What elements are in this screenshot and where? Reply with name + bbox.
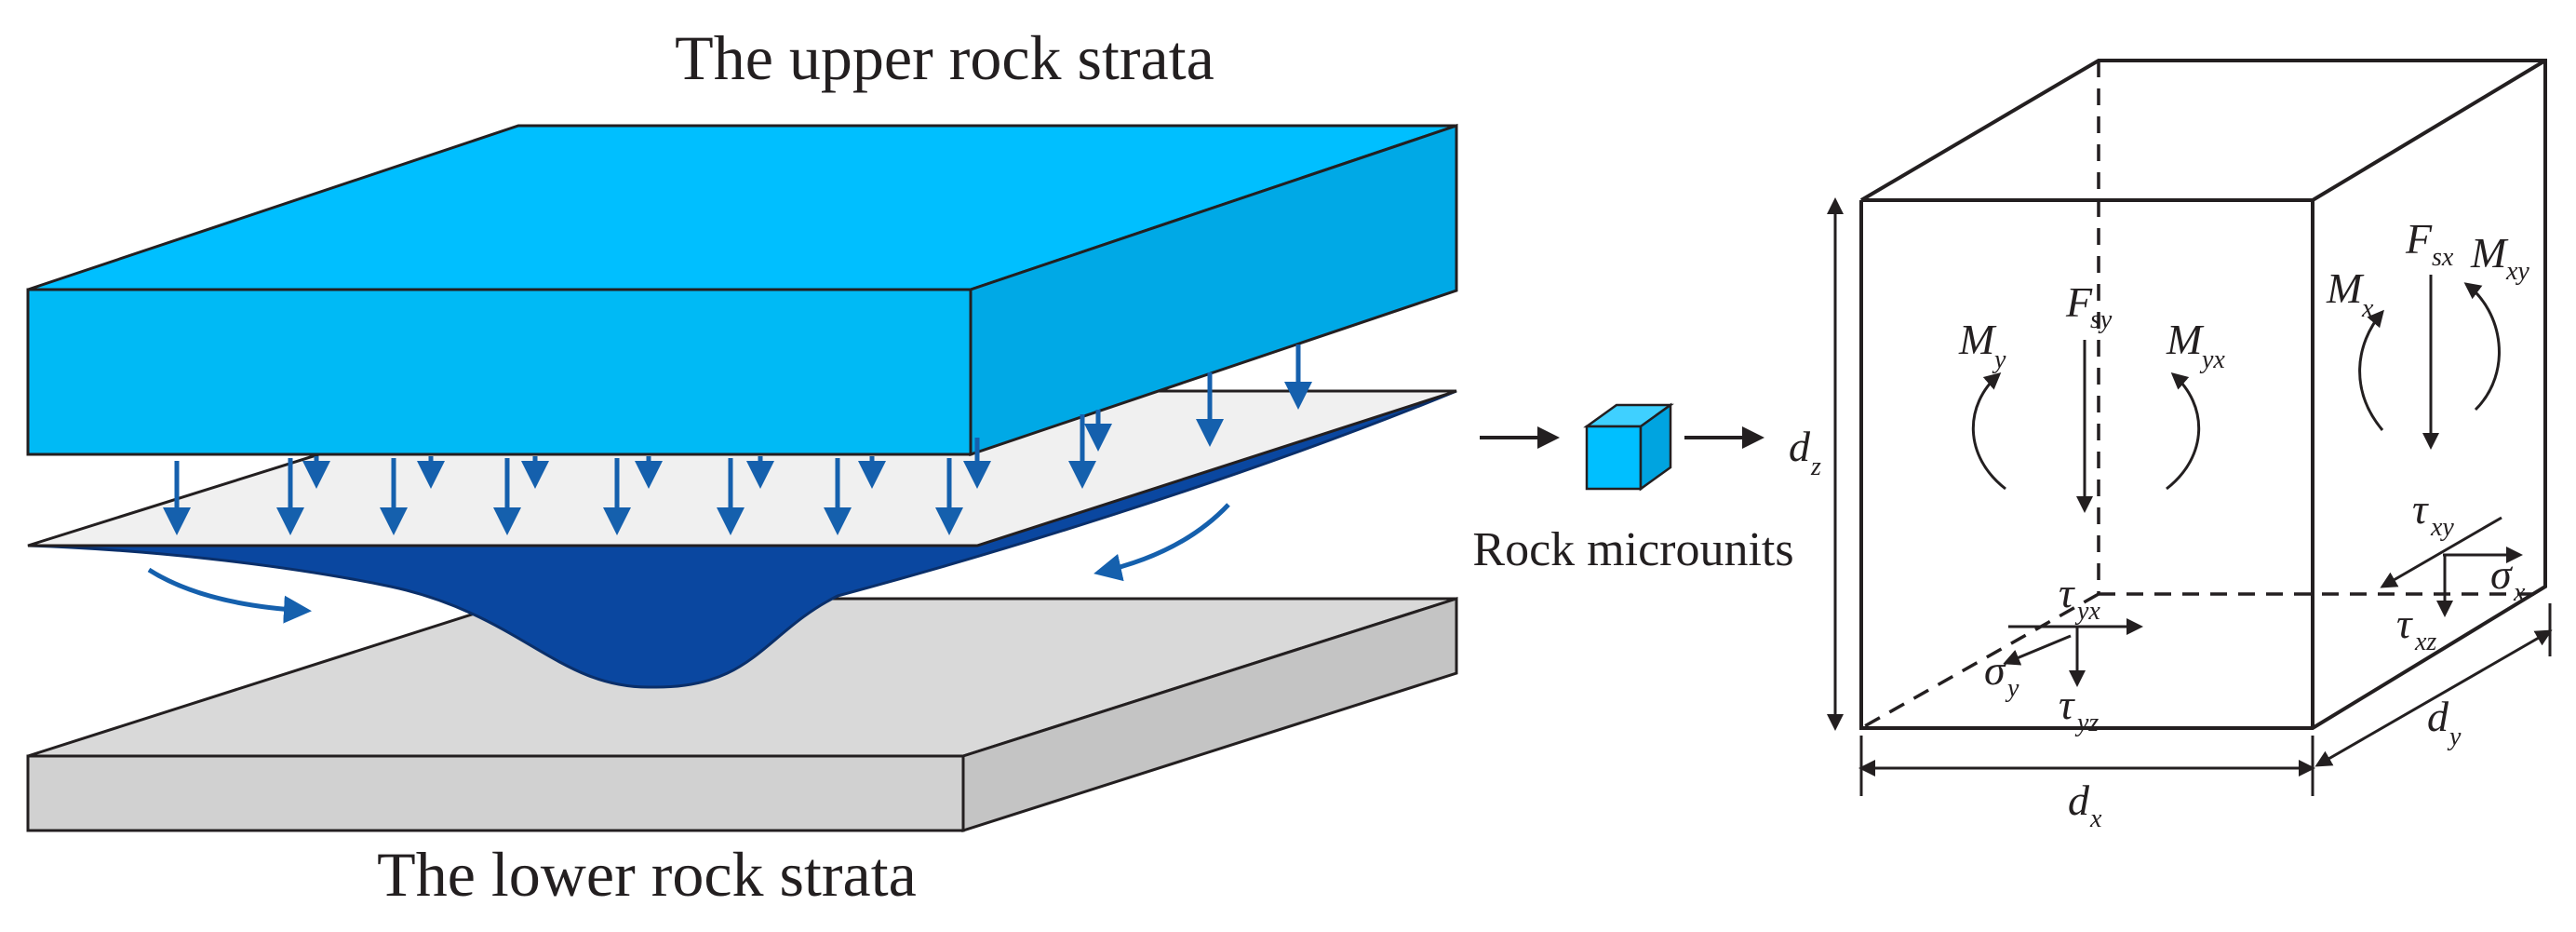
upper-strata-label: The upper rock strata <box>675 22 1214 93</box>
stress-sigma-y: σ y <box>1984 634 2072 703</box>
svg-text:xz: xz <box>2414 628 2436 656</box>
svg-text:F: F <box>2405 215 2433 263</box>
svg-text:yz: yz <box>2074 709 2099 737</box>
force-Fsy: F sy <box>2065 278 2113 513</box>
upper-rock-slab <box>26 123 1458 457</box>
svg-text:M: M <box>2470 229 2509 277</box>
svg-text:x: x <box>2513 578 2526 607</box>
svg-text:x: x <box>2089 804 2102 833</box>
svg-text:yx: yx <box>2199 345 2225 374</box>
lower-rock-slab <box>26 596 1458 833</box>
dimension-dz: d z <box>1789 197 1844 731</box>
microunits-label: Rock microunits <box>1472 523 1793 576</box>
svg-text:xy: xy <box>2430 513 2454 542</box>
svg-text:sx: sx <box>2432 243 2454 272</box>
flow-arrow-right <box>1093 503 1230 582</box>
svg-text:x: x <box>2361 294 2374 323</box>
svg-text:sy: sy <box>2090 305 2113 334</box>
dimension-dy: d y <box>2314 603 2553 767</box>
svg-text:σ: σ <box>2490 550 2514 598</box>
load-arrows <box>163 344 1312 535</box>
svg-text:y: y <box>2005 674 2019 703</box>
svg-text:τ: τ <box>2396 600 2413 647</box>
svg-text:y: y <box>2447 723 2462 751</box>
svg-text:d: d <box>2427 693 2449 740</box>
stress-tau-xy: τ xy <box>2380 485 2502 588</box>
moment-My: M y <box>1958 316 2006 491</box>
lower-strata-label: The lower rock strata <box>377 839 917 910</box>
svg-text:M: M <box>1958 316 1997 363</box>
svg-text:σ: σ <box>1984 646 2007 694</box>
svg-text:d: d <box>2068 777 2090 824</box>
svg-text:M: M <box>2166 316 2205 363</box>
moment-Mx: M x <box>2326 264 2384 431</box>
svg-text:τ: τ <box>2412 485 2429 533</box>
svg-text:τ: τ <box>2059 681 2075 728</box>
svg-text:d: d <box>1789 423 1811 470</box>
svg-text:z: z <box>1810 452 1821 481</box>
stress-tau-xz: τ xz <box>2396 555 2453 656</box>
dimension-dx: d x <box>1858 736 2315 833</box>
microunit-cube <box>1583 402 1674 492</box>
stress-sigma-x: σ x <box>2443 547 2526 607</box>
svg-text:xy: xy <box>2505 257 2529 286</box>
force-Fsx: F sx <box>2405 215 2454 450</box>
svg-text:M: M <box>2326 264 2365 312</box>
svg-text:τ: τ <box>2059 569 2075 616</box>
svg-text:y: y <box>1992 345 2006 374</box>
moment-Myx: M yx <box>2166 316 2225 491</box>
stress-tau-yz: τ yz <box>2059 627 2099 737</box>
flow-arrow-left <box>147 567 312 624</box>
stress-element-cube <box>1859 59 2547 730</box>
deformed-layer <box>27 389 1457 689</box>
svg-text:F: F <box>2065 278 2093 326</box>
stress-tau-yx: τ yx <box>2008 569 2143 635</box>
svg-text:yx: yx <box>2074 597 2100 626</box>
moment-Mxy: M xy <box>2463 229 2529 412</box>
